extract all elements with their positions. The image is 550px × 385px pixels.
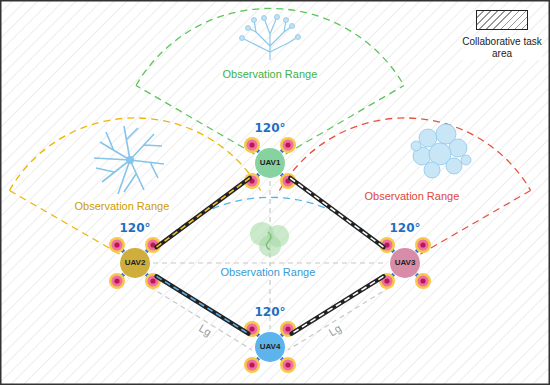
rotor-blade — [418, 240, 429, 251]
rotor-guard — [244, 137, 260, 153]
rotor-hub — [114, 278, 119, 283]
tree-target — [94, 126, 164, 194]
link-dash — [157, 178, 250, 247]
rotor-guard — [109, 273, 125, 289]
angle-label: 120° — [389, 222, 420, 235]
rotor-hub — [420, 278, 425, 283]
uav-body: UAV4 — [255, 332, 285, 362]
tree-branches — [242, 17, 298, 60]
rotor-blade — [247, 360, 258, 371]
link-base — [157, 178, 250, 247]
link-dash — [290, 178, 383, 247]
rotor-blade — [112, 240, 123, 251]
rotor-hub — [285, 326, 290, 331]
observation-label: Observation Range — [73, 200, 172, 213]
rotor-hub — [420, 242, 425, 247]
legend-text: Collaborative task area — [462, 36, 542, 60]
legend-swatch — [476, 10, 528, 30]
tree-branches — [94, 126, 164, 194]
uav-node: 120° UAV3 — [383, 222, 426, 278]
angle-label: 120° — [254, 306, 285, 319]
observation-sectors — [9, 8, 530, 254]
link-line — [290, 178, 383, 247]
sector-arc — [279, 118, 530, 191]
rotor-hub — [384, 278, 389, 283]
rotor-hub — [285, 362, 290, 367]
tree-target — [411, 124, 471, 178]
uav-node: 120° UAV4 — [248, 306, 291, 362]
rotor-hub — [249, 142, 254, 147]
rotor-blade — [418, 276, 429, 287]
rotor-blade — [247, 140, 258, 151]
guide-line — [153, 262, 387, 263]
observation-label: Observation Range — [363, 190, 462, 203]
observation-label: Observation Range — [221, 68, 320, 81]
rotor-hub — [150, 278, 155, 283]
angle-label: 120° — [119, 222, 150, 235]
rotor-blade — [112, 276, 123, 287]
link-line — [157, 178, 250, 247]
uav-frame — [379, 237, 431, 289]
uav-node: 120° UAV2 — [113, 222, 156, 278]
guide-lines — [150, 181, 390, 350]
uav-rotors — [109, 137, 431, 373]
rotor-hub — [114, 242, 119, 247]
rotor-hub — [249, 362, 254, 367]
ground-target — [250, 222, 289, 257]
rotor-blade — [283, 140, 294, 151]
uav-body: UAV1 — [255, 148, 285, 178]
uav-frame — [109, 237, 161, 289]
uav-node: 120° UAV1 — [248, 122, 291, 178]
observation-label: Observation Range — [219, 266, 318, 279]
angle-label: 120° — [254, 122, 285, 135]
rotor-blade — [283, 360, 294, 371]
rotor-guard — [280, 357, 296, 373]
uav-frame — [244, 137, 296, 189]
distance-line — [150, 287, 252, 350]
rotor-guard — [280, 137, 296, 153]
rotor-guard — [244, 357, 260, 373]
link-base — [290, 178, 383, 247]
legend: Collaborative task area — [460, 10, 544, 60]
rotor-guard — [415, 237, 431, 253]
uav-body: UAV2 — [120, 248, 150, 278]
sector-arc — [136, 8, 404, 85]
uav-frame — [244, 321, 296, 373]
uav-body: UAV3 — [390, 248, 420, 278]
rotor-guard — [109, 237, 125, 253]
rotor-hub — [249, 326, 254, 331]
distance-line — [288, 287, 390, 350]
rotor-hub — [285, 142, 290, 147]
rotor-guard — [415, 273, 431, 289]
tree-target — [240, 15, 301, 61]
